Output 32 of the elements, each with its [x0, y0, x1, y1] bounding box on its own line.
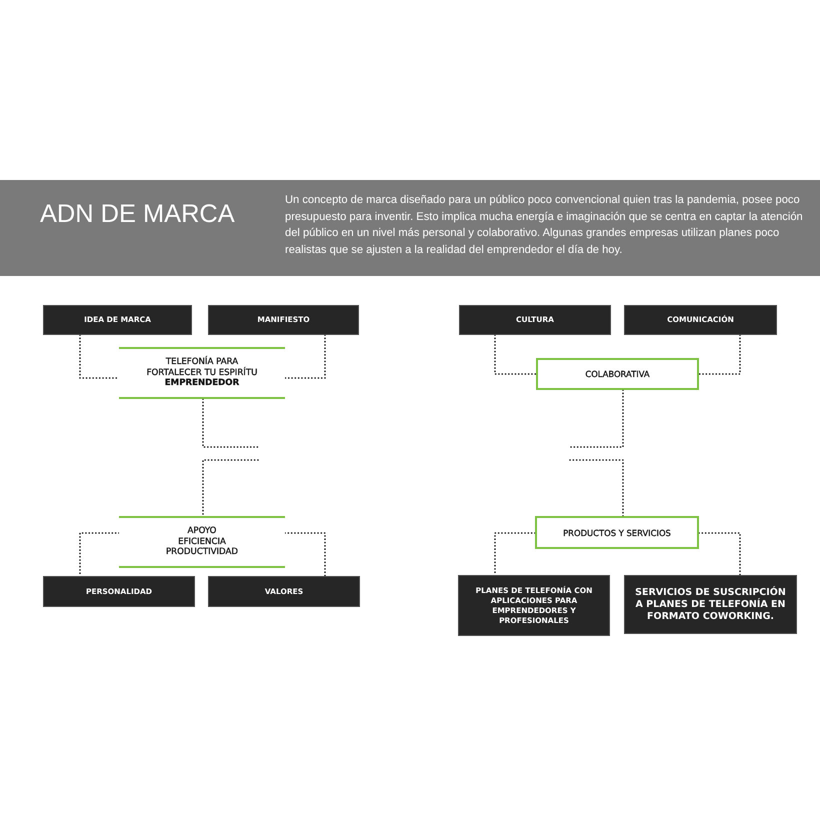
category-box [43, 305, 192, 335]
value-label: APOYO [188, 526, 216, 537]
category-box [208, 305, 359, 335]
dotted-connector [284, 532, 326, 577]
dotted-connector [494, 334, 537, 375]
dotted-connector [698, 532, 741, 576]
value-label: TELEFONÍA PARA FORTALECER TU ESPIRÍTU EMPRENDEDOR [146, 357, 258, 389]
heading: ADN DE MARCA [40, 199, 235, 229]
category-box [458, 575, 610, 636]
outlined-box [535, 516, 699, 549]
category-box [208, 576, 360, 607]
label-text: PRODUCTOS Y SERVICIOS [563, 528, 671, 538]
dotted-connector [79, 334, 120, 379]
dotted-connector [284, 334, 326, 379]
dotted-connector [494, 532, 536, 576]
label-text: COLABORATIVA [585, 369, 650, 379]
value-label: EFICIENCIA [178, 536, 226, 548]
dotted-connector [202, 398, 259, 448]
header-band [0, 180, 820, 276]
description-text: Un concepto de marca diseñado para un público poco convencional quien tras la pandemia, posee poco presupuesto para inventir. Esto implica mucha energía e imaginación que se centra en captar la atención del público en un nivel más personal y colaborativo. Algunas grandes empresas utilizan planes poco realistas que se ajusten a la realidad del emprendedor el día de hoy. [285, 193, 804, 258]
value-label: PRODUCTIVIDAD [166, 547, 238, 558]
dotted-connector [698, 334, 741, 375]
dotted-connector [569, 459, 624, 517]
category-box [459, 305, 611, 335]
category-box [43, 576, 195, 607]
category-box [624, 575, 797, 634]
dotted-connector [202, 459, 259, 517]
label-text: SERVICIOS DE SUSCRIPCIÓN A PLANES DE TELEFONÍA EN FORMATO COWORKING. [634, 586, 787, 622]
category-box [624, 305, 777, 335]
outlined-box [536, 358, 699, 390]
dotted-connector [79, 532, 120, 577]
dotted-connector [569, 389, 624, 448]
